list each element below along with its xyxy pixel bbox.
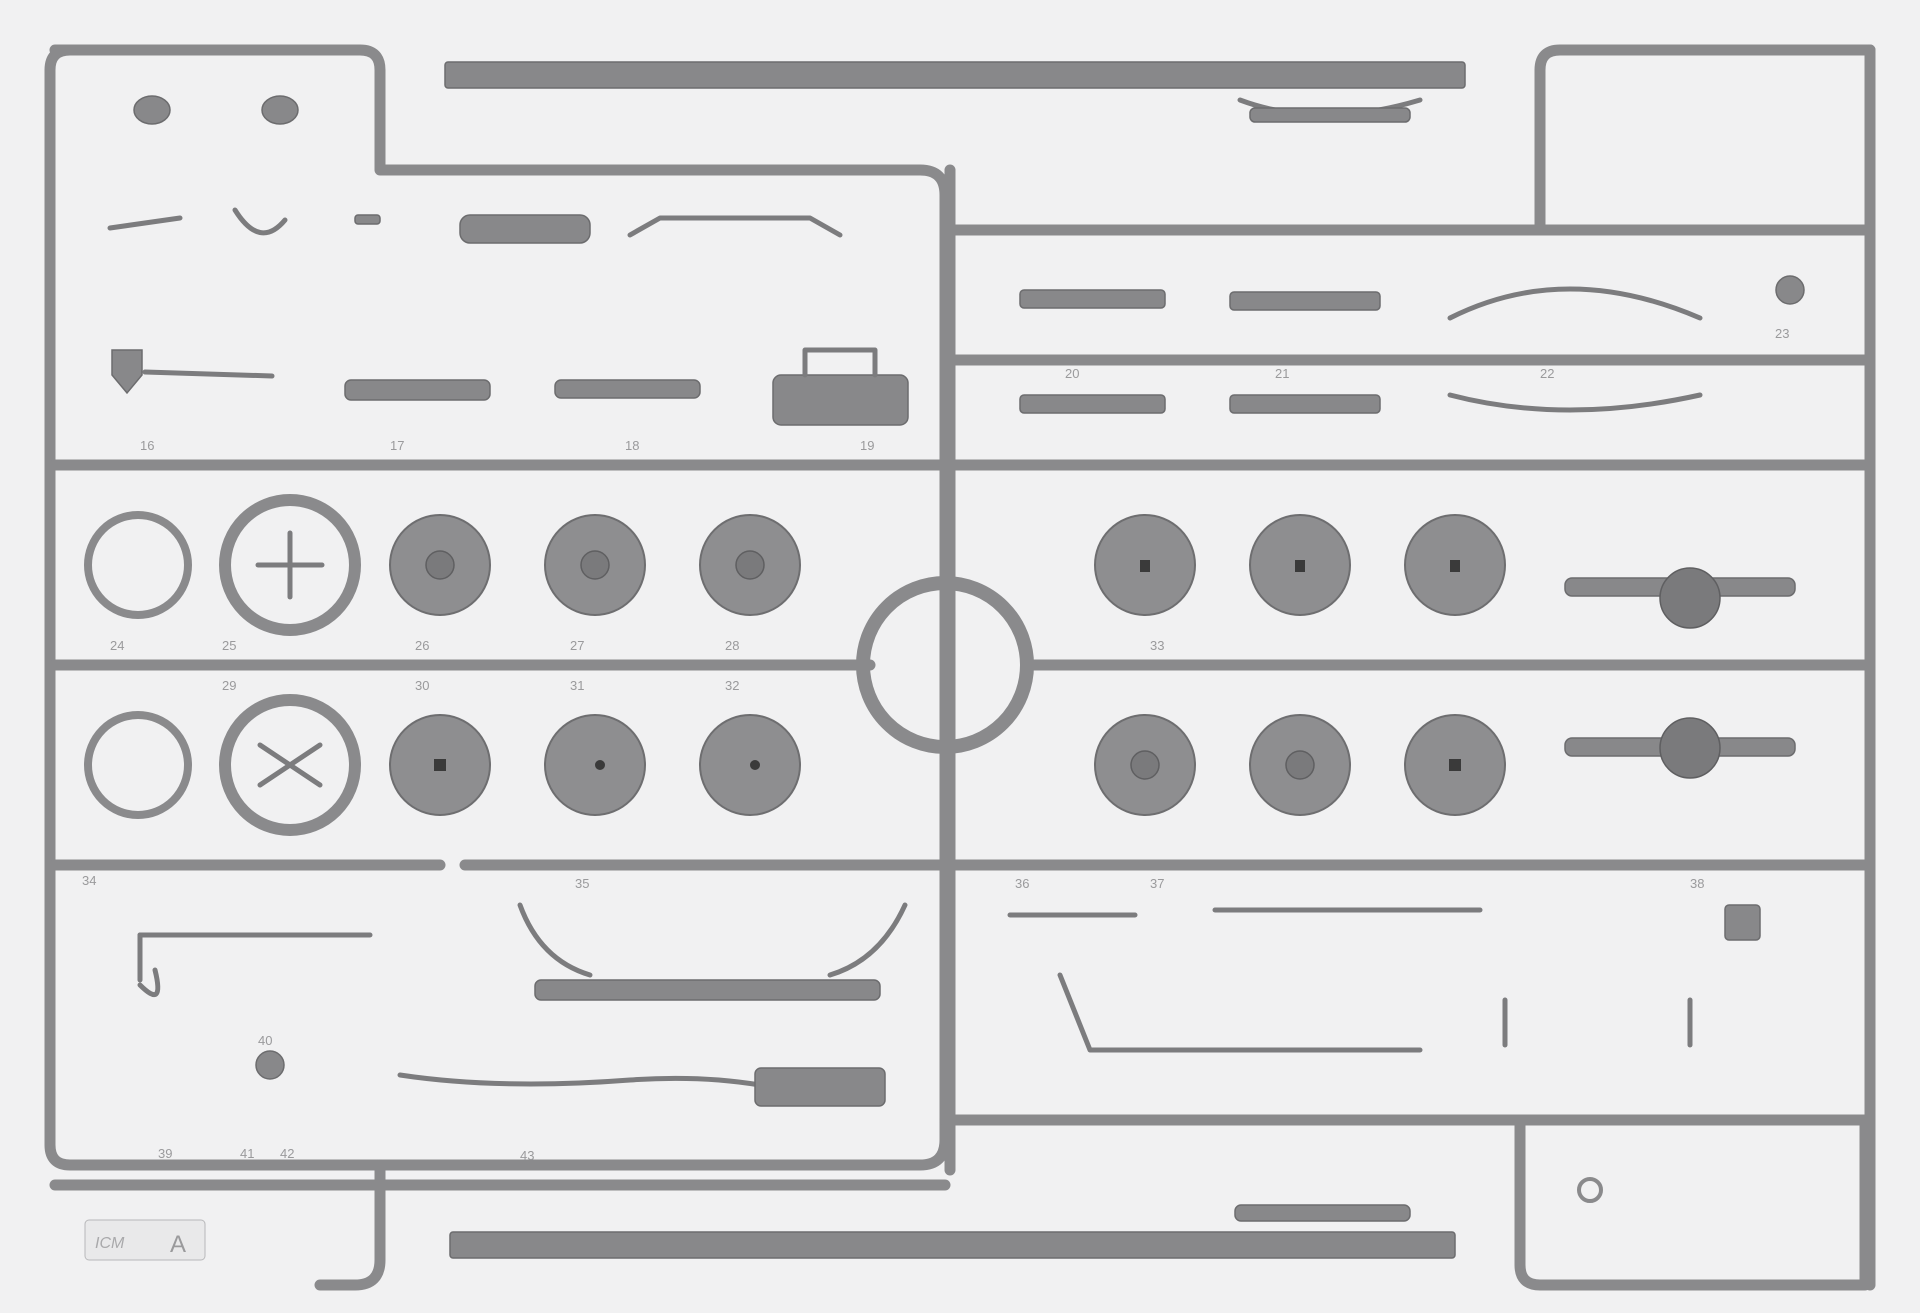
part-number-38: 38 bbox=[1690, 876, 1704, 891]
part-number-30: 30 bbox=[415, 678, 429, 693]
part-number-29: 29 bbox=[222, 678, 236, 693]
part-number-43: 43 bbox=[520, 1148, 534, 1163]
sprue-tag: ICM A bbox=[84, 1219, 206, 1261]
part-number-37: 37 bbox=[1150, 876, 1164, 891]
wheels-right-group bbox=[1094, 514, 1506, 816]
wheels-left-group bbox=[84, 494, 801, 836]
part-number-40: 40 bbox=[258, 1033, 272, 1048]
centre-ring bbox=[856, 576, 1034, 754]
part-number-20: 20 bbox=[1065, 366, 1079, 381]
chassis-rail-bottom bbox=[449, 1204, 1456, 1259]
sprue-frame bbox=[44, 44, 1876, 1291]
parts-row-16-19 bbox=[111, 347, 909, 426]
part-number-41: 41 bbox=[240, 1146, 254, 1161]
chassis-rail-top bbox=[444, 61, 1466, 123]
part-number-23: 23 bbox=[1775, 326, 1789, 341]
lower-parts bbox=[137, 902, 1761, 1203]
part-number-19: 19 bbox=[860, 438, 874, 453]
leaf-springs bbox=[1019, 275, 1805, 414]
part-number-25: 25 bbox=[222, 638, 236, 653]
part-number-34: 34 bbox=[82, 873, 96, 888]
part-number-labels: 16 17 18 19 20 21 22 23 24 25 26 27 28 2… bbox=[82, 326, 1789, 1163]
small-parts-top-left bbox=[107, 95, 843, 244]
part-number-39: 39 bbox=[158, 1146, 172, 1161]
part-number-21: 21 bbox=[1275, 366, 1289, 381]
part-number-31: 31 bbox=[570, 678, 584, 693]
part-number-36: 36 bbox=[1015, 876, 1029, 891]
part-number-33: 33 bbox=[1150, 638, 1164, 653]
part-number-28: 28 bbox=[725, 638, 739, 653]
part-number-35: 35 bbox=[575, 876, 589, 891]
part-number-32: 32 bbox=[725, 678, 739, 693]
part-number-17: 17 bbox=[390, 438, 404, 453]
part-number-22: 22 bbox=[1540, 366, 1554, 381]
axle-housings bbox=[1564, 567, 1796, 779]
part-number-42: 42 bbox=[280, 1146, 294, 1161]
part-number-16: 16 bbox=[140, 438, 154, 453]
part-number-24: 24 bbox=[110, 638, 124, 653]
part-number-27: 27 bbox=[570, 638, 584, 653]
part-number-18: 18 bbox=[625, 438, 639, 453]
part-number-26: 26 bbox=[415, 638, 429, 653]
sprue-letter: A bbox=[170, 1231, 186, 1258]
brand-logo: ICM bbox=[95, 1235, 125, 1252]
